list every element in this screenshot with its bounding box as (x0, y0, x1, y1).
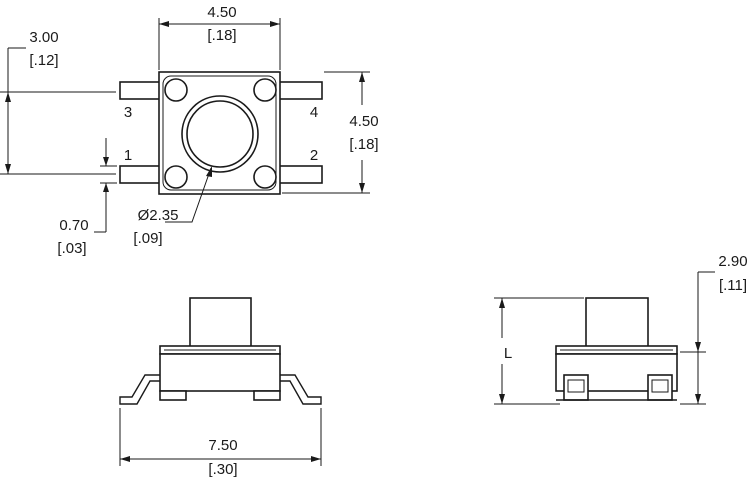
dim-base-mm: 2.90 (718, 253, 747, 270)
pin-3-lead (119, 81, 163, 100)
front-foot (159, 390, 187, 401)
front-view (119, 297, 322, 405)
pin-4-lead (277, 81, 323, 100)
pin-label-3: 3 (124, 104, 132, 121)
dim-top-width: 4.50 [.18] (158, 4, 281, 70)
dim-width-in: [.18] (207, 27, 236, 44)
dim-pin-width: 0.70 [.03] (57, 138, 117, 257)
pin-1-lead (119, 165, 163, 184)
top-view (119, 71, 323, 195)
dim-width-mm: 4.50 (207, 4, 236, 21)
dim-diameter-mm: Ø2.35 (138, 207, 179, 224)
dim-length-in: [.30] (208, 461, 237, 478)
corner-hole (164, 165, 188, 189)
dim-pitch-mm: 3.00 (29, 29, 58, 46)
dim-l-label: L (504, 345, 512, 362)
dim-side-base: 2.90 [.11] (680, 253, 748, 405)
front-lead-right (280, 374, 322, 405)
corner-hole (253, 165, 277, 189)
corner-hole (164, 78, 188, 102)
dim-pinw-in: [.03] (57, 240, 86, 257)
dim-height-mm: 4.50 (349, 113, 378, 130)
dim-diameter-in: [.09] (133, 230, 162, 247)
side-view (555, 297, 678, 401)
side-actuator (585, 297, 649, 349)
dim-pin-pitch: 3.00 [.12] (0, 29, 116, 175)
dim-actuator-diameter: Ø2.35 [.09] (133, 166, 212, 247)
pin-2-lead (277, 165, 323, 184)
front-actuator (189, 297, 252, 349)
dim-top-height: 4.50 [.18] (282, 71, 379, 194)
dim-length-mm: 7.50 (208, 437, 237, 454)
corner-hole (253, 78, 277, 102)
dim-pitch-in: [.12] (29, 52, 58, 69)
pin-label-1: 1 (124, 147, 132, 164)
dim-pinw-mm: 0.70 (59, 217, 88, 234)
dim-side-l: L (494, 297, 584, 405)
dim-height-in: [.18] (349, 136, 378, 153)
front-foot (253, 390, 281, 401)
dim-front-length: 7.50 [.30] (119, 408, 322, 478)
switch-body-inner (162, 75, 277, 191)
dim-base-in: [.11] (719, 277, 747, 294)
pin-label-2: 2 (310, 147, 318, 164)
front-lead-left (119, 374, 160, 405)
pin-label-4: 4 (310, 104, 318, 121)
front-body (159, 353, 281, 392)
actuator-button (186, 100, 254, 168)
